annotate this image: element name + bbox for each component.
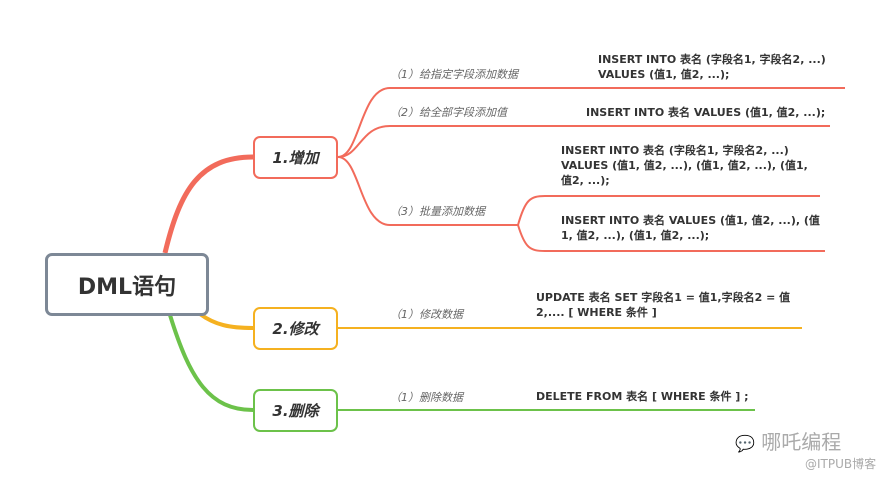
root-node[interactable]: DML语句 — [45, 253, 209, 316]
delete-item-1-label[interactable]: （1）删除数据 — [390, 391, 463, 404]
wechat-icon: 💬 — [735, 434, 755, 453]
watermark-name: 💬 哪吒编程 — [735, 426, 841, 455]
insert-item-2-label[interactable]: （2）给全部字段添加值 — [390, 106, 507, 119]
node-label: 1.增加 — [272, 149, 319, 167]
node-insert[interactable]: 1.增加 — [253, 136, 338, 179]
insert-item-1-sql[interactable]: INSERT INTO 表名 (字段名1, 字段名2, ...) VALUES … — [598, 53, 826, 81]
insert-item-3-sql-b[interactable]: INSERT INTO 表名 VALUES (值1, 值2, ...), (值1… — [561, 214, 820, 242]
update-item-1-label[interactable]: （1）修改数据 — [390, 308, 463, 321]
watermark-source: @ITPUB博客 — [805, 457, 877, 471]
node-label: 2.修改 — [272, 320, 319, 338]
insert-item-2-sql[interactable]: INSERT INTO 表名 VALUES (值1, 值2, ...); — [586, 106, 826, 119]
insert-item-3-label[interactable]: （3）批量添加数据 — [390, 205, 485, 218]
root-label: DML语句 — [77, 274, 177, 300]
node-delete[interactable]: 3.删除 — [253, 389, 338, 432]
insert-item-1-label[interactable]: （1）给指定字段添加数据 — [390, 68, 518, 81]
node-label: 3.删除 — [272, 402, 319, 420]
delete-item-1-sql[interactable]: DELETE FROM 表名 [ WHERE 条件 ] ; — [536, 390, 749, 403]
update-item-1-sql[interactable]: UPDATE 表名 SET 字段名1 = 值1,字段名2 = 值2,.... [… — [536, 291, 791, 319]
watermark-name-text: 哪吒编程 — [761, 430, 842, 454]
insert-item-3-sql-a[interactable]: INSERT INTO 表名 (字段名1, 字段名2, ...) VALUES … — [561, 144, 808, 187]
node-update[interactable]: 2.修改 — [253, 307, 338, 350]
